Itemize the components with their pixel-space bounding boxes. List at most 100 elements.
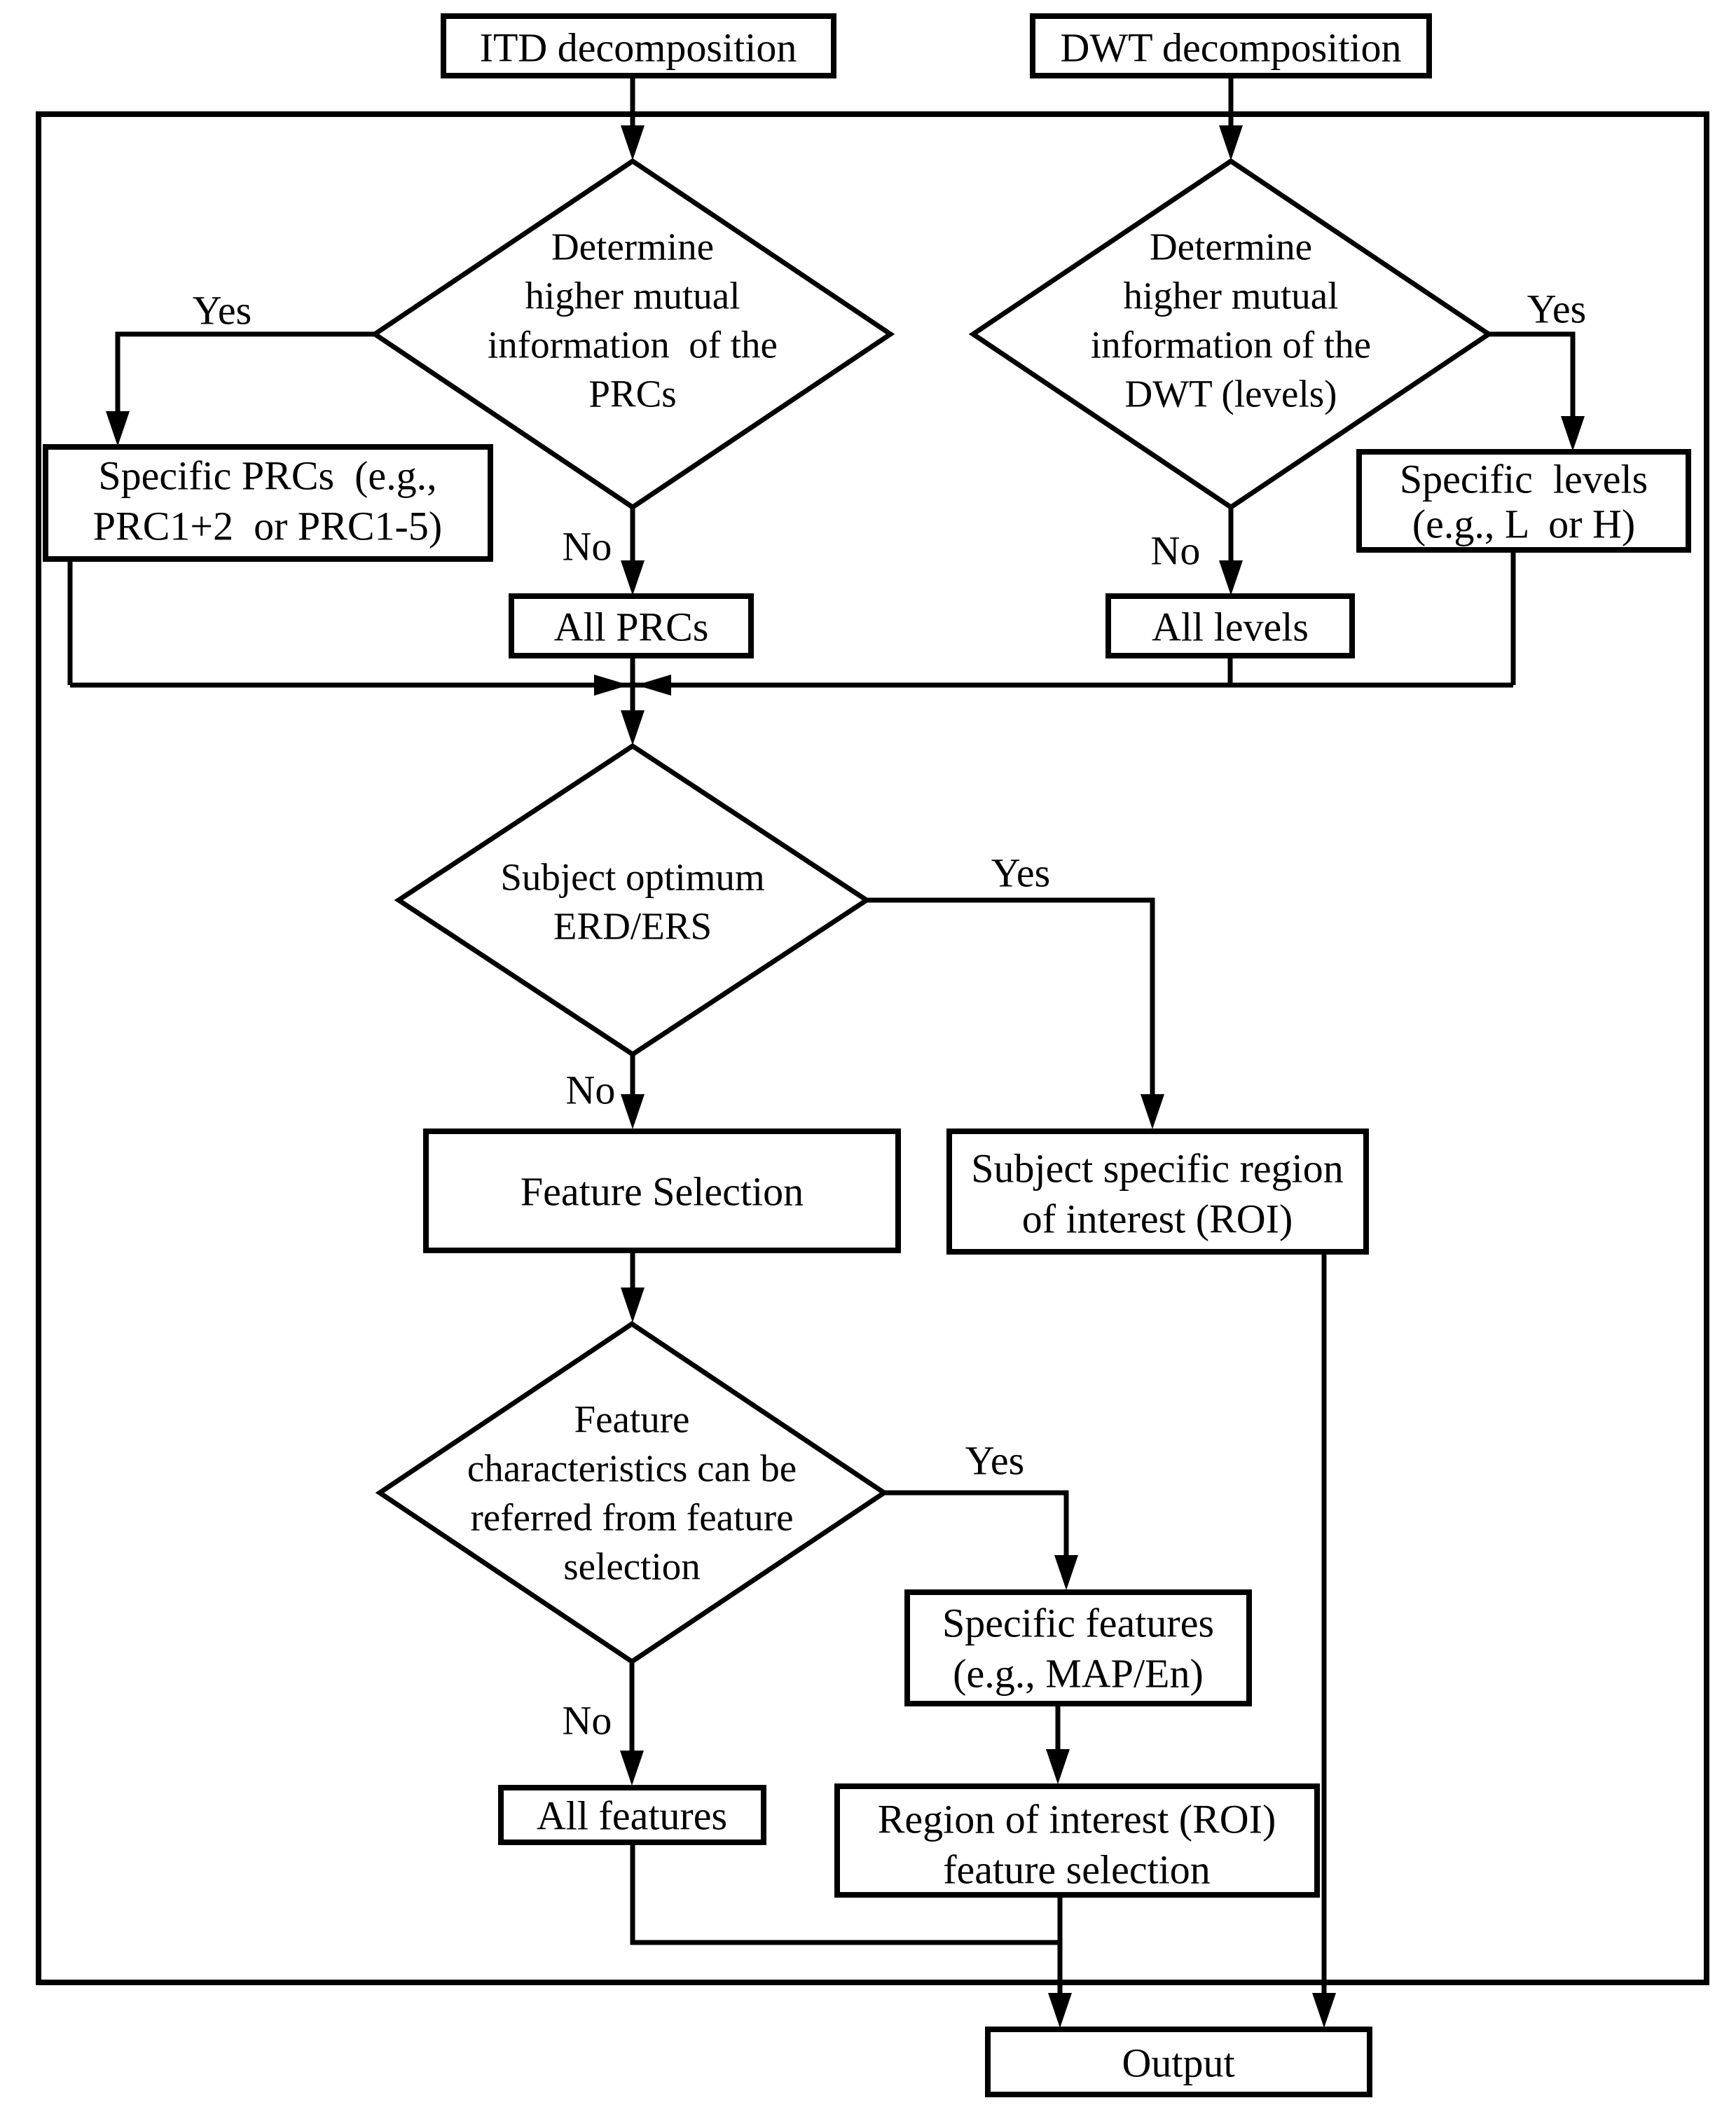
- specific-features-line1: Specific features: [942, 1601, 1214, 1646]
- dwt-diamond-line2: higher mutual: [1123, 275, 1338, 317]
- itd-yes-label: Yes: [193, 288, 252, 333]
- itd-to-diamond-arrow: [621, 76, 645, 160]
- specific-features-to-roi-arrow: [1046, 1704, 1070, 1784]
- itd-diamond-line3: information of the: [488, 324, 778, 366]
- feature-diamond-line4: selection: [563, 1545, 700, 1588]
- merge-left-arrowhead-icon: [594, 675, 629, 696]
- feature-diamond-line1: Feature: [574, 1398, 690, 1441]
- specific-prcs-box: [43, 444, 493, 562]
- erd-no-arrowhead-icon: [621, 1094, 645, 1129]
- dwt-no-label: No: [1151, 528, 1201, 574]
- dwt-decomposition-label: DWT decomposition: [1060, 25, 1401, 71]
- dwt-diamond-line4: DWT (levels): [1125, 373, 1337, 415]
- output-node: Output: [985, 2027, 1372, 2097]
- subject-roi-line1: Subject specific region: [971, 1146, 1344, 1192]
- dwt-no-branch: No: [1151, 507, 1243, 595]
- merge-right-arrowhead-icon: [636, 675, 671, 696]
- feature-no-label: No: [563, 1698, 612, 1744]
- dwt-yes-arrowhead-icon: [1561, 416, 1585, 451]
- specific-prcs-line2: PRC1+2 or PRC1-5): [93, 504, 442, 549]
- all-levels-label: All levels: [1152, 605, 1309, 650]
- erd-yes-arrowhead-icon: [1141, 1094, 1164, 1129]
- dwt-diamond-line1: Determine: [1150, 226, 1312, 268]
- itd-no-arrowhead-icon: [621, 560, 645, 595]
- subject-roi-node: Subject specific region of interest (ROI…: [946, 1129, 1369, 1255]
- itd-diamond-line4: PRCs: [588, 373, 676, 415]
- dwt-mutual-info-decision: Determine higher mutual information of t…: [968, 158, 1494, 511]
- specific-features-down-arrowhead-icon: [1046, 1749, 1070, 1784]
- feature-no-arrowhead-icon: [620, 1751, 644, 1786]
- all-features-elbow-line: [630, 1842, 1060, 1945]
- dwt-decomposition-node: DWT decomposition: [1030, 13, 1432, 78]
- roi-feature-selection-line1: Region of interest (ROI): [878, 1797, 1276, 1842]
- feature-diamond-line2: characteristics can be: [467, 1447, 797, 1490]
- dwt-diamond-line3: information of the: [1091, 324, 1371, 366]
- feature-selection-box: [423, 1129, 901, 1253]
- feature-selection-to-diamond-arrow: [621, 1250, 645, 1323]
- all-prcs-label: All PRCs: [554, 605, 709, 650]
- dwt-to-diamond-arrow: [1219, 76, 1243, 160]
- itd-no-branch: No: [563, 507, 645, 595]
- feature-selection-node: Feature Selection: [423, 1129, 901, 1253]
- feature-selection-down-arrowhead-icon: [621, 1288, 645, 1323]
- specific-features-box: [904, 1589, 1252, 1706]
- erd-diamond-line1: Subject optimum: [500, 856, 764, 899]
- all-prcs-node: All PRCs: [509, 593, 754, 658]
- feature-diamond-shape: [375, 1320, 889, 1665]
- specific-prcs-line1: Specific PRCs (e.g.,: [98, 453, 436, 499]
- specific-features-node: Specific features (e.g., MAP/En): [904, 1589, 1252, 1706]
- feature-selection-label: Feature Selection: [521, 1169, 804, 1215]
- subject-roi-output-arrowhead-icon: [1312, 1993, 1336, 2028]
- specific-levels-line2: (e.g., L or H): [1412, 502, 1635, 547]
- dwt-yes-line: [1489, 331, 1576, 416]
- feature-characteristics-decision: Feature characteristics can be referred …: [375, 1320, 889, 1665]
- outer-frame: [36, 111, 1709, 1985]
- dwt-arrowhead-icon: [1219, 125, 1243, 160]
- feature-yes-branch: Yes: [884, 1438, 1078, 1590]
- subject-roi-line2: of interest (ROI): [1022, 1196, 1293, 1242]
- erd-ers-decision: Subject optimum ERD/ERS: [394, 743, 872, 1058]
- all-features-box: [498, 1785, 766, 1845]
- specific-prcs-node: Specific PRCs (e.g., PRC1+2 or PRC1-5): [43, 444, 493, 562]
- roi-selection-to-output-arrow: [1048, 1895, 1072, 2028]
- specific-features-line2: (e.g., MAP/En): [953, 1651, 1204, 1697]
- erd-yes-label: Yes: [991, 850, 1050, 896]
- all-features-label: All features: [537, 1793, 727, 1839]
- erd-no-branch: No: [566, 1054, 645, 1129]
- dwt-yes-label: Yes: [1527, 287, 1586, 332]
- all-levels-node: All levels: [1105, 593, 1355, 658]
- itd-no-label: No: [563, 524, 612, 570]
- roi-feature-selection-node: Region of interest (ROI) feature selecti…: [834, 1783, 1320, 1898]
- erd-diamond-line2: ERD/ERS: [553, 905, 712, 948]
- itd-mutual-info-decision: Determine higher mutual information of t…: [370, 158, 895, 511]
- itd-decomposition-box: [441, 13, 836, 78]
- subject-roi-to-output-arrow: [1312, 1252, 1336, 2028]
- itd-decomposition-label: ITD decomposition: [480, 25, 797, 71]
- specific-levels-node: Specific levels (e.g., L or H): [1356, 449, 1691, 553]
- dwt-no-arrowhead-icon: [1219, 560, 1243, 595]
- erd-no-label: No: [566, 1068, 616, 1113]
- itd-yes-arrowhead-icon: [106, 411, 130, 446]
- roi-selection-output-arrowhead-icon: [1048, 1993, 1072, 2028]
- itd-arrowhead-icon: [621, 125, 645, 160]
- feature-yes-arrowhead-icon: [1054, 1555, 1078, 1590]
- subject-roi-box: [946, 1129, 1369, 1255]
- specific-levels-line1: Specific levels: [1400, 457, 1648, 502]
- dwt-yes-branch: Yes: [1489, 287, 1586, 451]
- itd-yes-branch: Yes: [106, 288, 375, 446]
- all-features-node: All features: [498, 1785, 766, 1845]
- feature-diamond-line3: referred from feature: [470, 1496, 793, 1539]
- erd-yes-line: [867, 897, 1155, 1094]
- output-label: Output: [1122, 2041, 1234, 2086]
- merge-down-arrowhead-icon: [621, 710, 645, 745]
- roi-feature-selection-box: [834, 1783, 1320, 1898]
- erd-diamond-shape: [394, 743, 872, 1058]
- specific-levels-box: [1356, 449, 1691, 553]
- itd-decomposition-node: ITD decomposition: [441, 13, 836, 78]
- roi-feature-selection-line2: feature selection: [943, 1847, 1211, 1893]
- merge-junction: [67, 550, 1516, 745]
- feature-yes-line: [884, 1490, 1069, 1555]
- feature-no-branch: No: [563, 1662, 644, 1786]
